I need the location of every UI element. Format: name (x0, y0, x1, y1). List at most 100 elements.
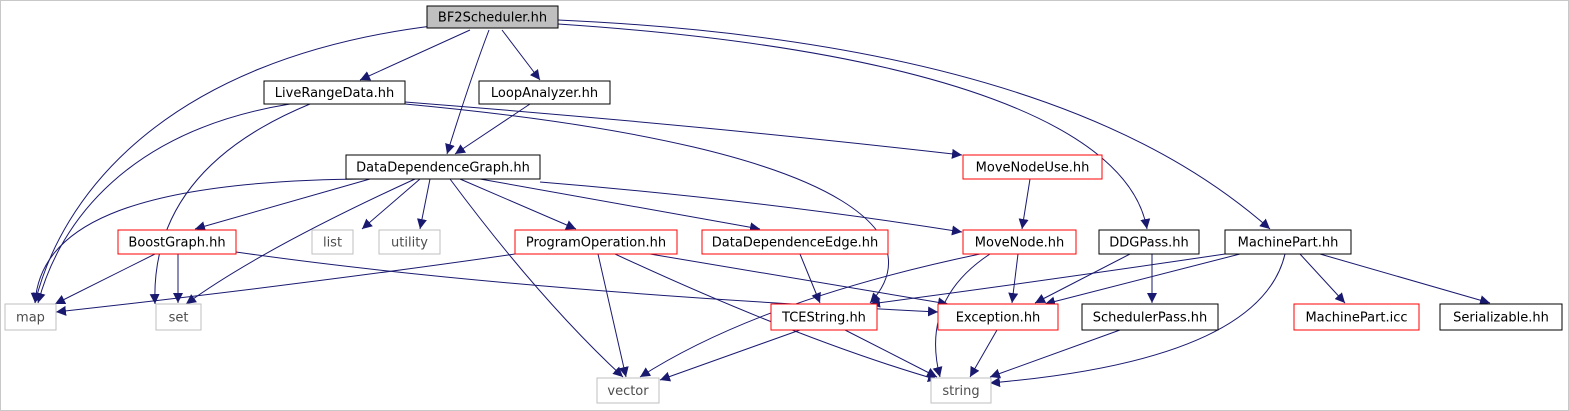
node-box-bg (117, 229, 237, 255)
node-box-set (155, 303, 202, 331)
edge-ddg-to-vector (449, 178, 624, 378)
node-box-list (311, 229, 354, 255)
edge-bf2-to-mp (557, 19, 1271, 230)
node-utility[interactable]: utility (378, 229, 441, 255)
edge-po-to-map (55, 253, 516, 316)
node-set[interactable]: set (155, 303, 202, 331)
edge-mnu-to-mn (1018, 178, 1031, 230)
edge-bf2-to-ddgp (557, 23, 1151, 230)
edge-ddg-to-map (30, 178, 371, 304)
node-ser[interactable]: Serializable.hh (1439, 303, 1563, 331)
node-la[interactable]: LoopAnalyzer.hh (478, 80, 611, 105)
node-box-sp (1081, 303, 1219, 331)
dependency-edges (30, 19, 1491, 388)
edge-lrd-to-tces (404, 103, 889, 304)
node-exc[interactable]: Exception.hh (937, 303, 1059, 331)
node-map[interactable]: map (4, 303, 57, 331)
edge-ddg-to-utility (417, 178, 431, 230)
node-mp[interactable]: MachinePart.hh (1224, 229, 1352, 255)
node-bg[interactable]: BoostGraph.hh (117, 229, 237, 255)
edge-mp-to-exc (1044, 253, 1241, 307)
node-ddgp[interactable]: DDGPass.hh (1098, 229, 1200, 255)
edge-lrd-to-mnu (404, 101, 963, 159)
node-box-mn (962, 229, 1077, 255)
node-vector[interactable]: vector (596, 377, 660, 404)
node-ddg[interactable]: DataDependenceGraph.hh (345, 154, 541, 180)
edge-lrd-to-map (35, 103, 291, 304)
node-label-list: list (323, 236, 342, 251)
node-label-utility: utility (391, 236, 428, 251)
edge-po-to-vector (597, 253, 629, 378)
edge-mp-to-tces (869, 253, 1226, 308)
node-tces[interactable]: TCEString.hh (770, 303, 878, 331)
edge-tces-to-vector (659, 329, 801, 382)
edge-mn-to-exc (1008, 253, 1019, 304)
node-box-la (478, 80, 611, 105)
edge-exc-to-string (969, 329, 998, 378)
node-list[interactable]: list (311, 229, 354, 255)
node-box-mpicc (1293, 303, 1420, 331)
node-mpicc[interactable]: MachinePart.icc (1293, 303, 1420, 331)
edge-mp-to-mpicc (1299, 253, 1346, 304)
node-label-bf2: BF2Scheduler.hh (438, 11, 547, 26)
node-box-ser (1439, 303, 1563, 331)
edge-ddg-to-bg (194, 178, 371, 232)
node-lrd[interactable]: LiveRangeData.hh (263, 80, 406, 105)
edge-bg-to-exc (235, 251, 939, 317)
node-dde[interactable]: DataDependenceEdge.hh (701, 229, 889, 255)
edge-bf2-to-lrd (359, 29, 471, 81)
node-mn[interactable]: MoveNode.hh (962, 229, 1077, 255)
edge-ddg-to-set (185, 178, 416, 305)
node-string[interactable]: string (930, 377, 992, 404)
node-label-lrd: LiveRangeData.hh (275, 86, 394, 101)
edge-mp-to-ser (1319, 253, 1491, 306)
edge-bg-to-map (54, 253, 156, 305)
node-label-po: ProgramOperation.hh (526, 236, 666, 251)
node-po[interactable]: ProgramOperation.hh (514, 229, 678, 255)
node-label-dde: DataDependenceEdge.hh (712, 236, 879, 251)
node-label-mnu: MoveNodeUse.hh (976, 161, 1090, 176)
edge-la-to-ddg (454, 103, 531, 155)
node-box-utility (378, 229, 441, 255)
node-label-la: LoopAnalyzer.hh (491, 86, 598, 101)
node-bf2[interactable]: BF2Scheduler.hh (426, 5, 559, 29)
node-label-tces: TCEString.hh (781, 311, 866, 326)
node-box-tces (770, 303, 878, 331)
node-label-ddgp: DDGPass.hh (1109, 236, 1188, 251)
node-box-map (4, 303, 57, 331)
node-box-ddgp (1098, 229, 1200, 255)
node-box-bf2 (426, 5, 559, 29)
node-sp[interactable]: SchedulerPass.hh (1081, 303, 1219, 331)
node-box-dde (701, 229, 889, 255)
node-label-ddg: DataDependenceGraph.hh (356, 161, 530, 176)
edge-bf2-to-ddg (445, 29, 490, 155)
node-label-sp: SchedulerPass.hh (1093, 311, 1207, 326)
edge-ddg-to-po (459, 178, 577, 230)
edge-dde-to-tces (799, 253, 821, 304)
node-label-vector: vector (607, 384, 649, 399)
node-label-set: set (169, 311, 189, 326)
node-box-string (930, 377, 992, 404)
edge-lrd-to-set (149, 103, 311, 305)
edge-ddgp-to-exc (1034, 253, 1131, 304)
node-label-exc: Exception.hh (956, 311, 1041, 326)
node-label-mn: MoveNode.hh (975, 236, 1064, 251)
edge-bf2-to-la (501, 29, 541, 81)
node-box-mnu (962, 154, 1103, 180)
edge-ddg-to-mn (539, 181, 963, 236)
node-box-po (514, 229, 678, 255)
node-label-string: string (942, 384, 979, 399)
node-label-ser: Serializable.hh (1453, 311, 1549, 326)
edge-ddg-to-list (361, 178, 421, 230)
node-box-exc (937, 303, 1059, 331)
edge-ddg-to-dde (479, 178, 761, 233)
node-box-ddg (345, 154, 541, 180)
edge-sp-to-string (989, 329, 1121, 379)
edge-mp-to-string (989, 253, 1286, 388)
node-box-mp (1224, 229, 1352, 255)
node-mnu[interactable]: MoveNodeUse.hh (962, 154, 1103, 180)
edge-po-to-exc (649, 253, 949, 308)
node-box-lrd (263, 80, 406, 105)
